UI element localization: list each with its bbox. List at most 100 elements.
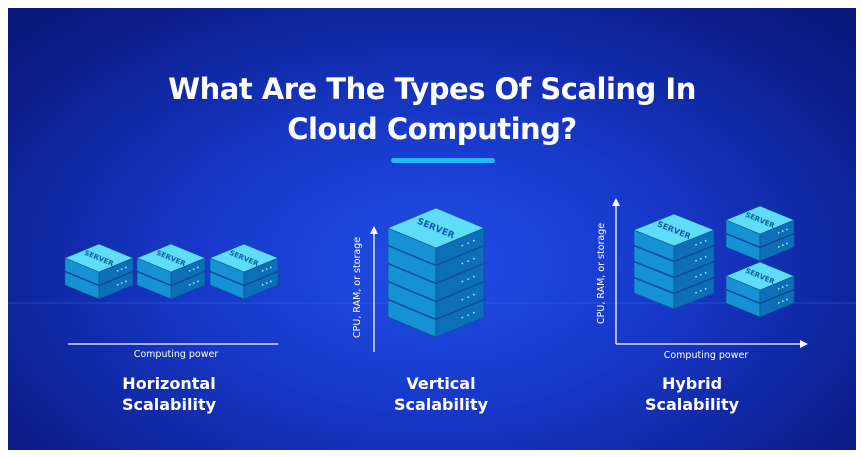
server-block xyxy=(64,271,134,300)
server-vent-dot xyxy=(196,266,199,269)
server-vent-dot xyxy=(461,244,464,247)
server-vent-dot xyxy=(777,301,780,304)
server-right-face xyxy=(759,233,795,262)
server-block xyxy=(725,289,795,318)
server-block xyxy=(209,271,279,300)
server-vent-dot xyxy=(473,275,475,278)
server-vent-dot xyxy=(699,241,702,244)
server-block xyxy=(633,245,715,278)
server-vent-dot xyxy=(269,266,272,269)
server-block: SERVER xyxy=(387,207,485,266)
title-line-1: What Are The Types Of Scaling In xyxy=(168,72,696,106)
server-vent-dot xyxy=(467,260,470,262)
server-block: SERVER xyxy=(633,213,715,262)
server-vent-dot xyxy=(704,287,707,290)
server-vent-dot xyxy=(785,284,788,287)
server-vent-dot xyxy=(261,283,264,286)
server-block: SERVER xyxy=(725,261,795,304)
server-block: SERVER xyxy=(64,243,134,286)
server-block xyxy=(633,277,715,310)
server-vent-dot xyxy=(473,257,475,260)
server-right-face xyxy=(170,271,206,300)
server-vent-dot xyxy=(473,239,475,242)
server-vent-dot xyxy=(781,230,784,233)
server-vent-dot xyxy=(781,300,784,303)
title-line-2: Cloud Computing? xyxy=(287,112,577,146)
server-vent-dot xyxy=(704,271,707,274)
server-vent-dot xyxy=(192,282,195,285)
server-vent-dot xyxy=(473,311,475,314)
hybrid-label-line-1: Hybrid xyxy=(661,374,723,393)
vertical-scalability-label: Vertical Scalability xyxy=(351,373,531,415)
server-vent-dot xyxy=(124,266,127,269)
server-vent-dot xyxy=(192,268,195,271)
server-vent-dot xyxy=(695,291,697,294)
server-right-face xyxy=(673,277,715,310)
horizontal-label-line-1: Horizontal xyxy=(122,374,216,393)
server-vent-dot xyxy=(699,257,702,260)
vertical-label-line-1: Vertical xyxy=(406,374,476,393)
hybrid-y-axis-label: CPU, RAM, or storage xyxy=(596,223,607,324)
server-vent-dot xyxy=(704,239,707,242)
server-right-face xyxy=(435,263,485,302)
hybrid-x-axis-label: Computing power xyxy=(664,350,749,361)
server-block: SERVER xyxy=(209,243,279,286)
server-vent-dot xyxy=(116,269,119,272)
server-block xyxy=(387,245,485,284)
server-vent-dot xyxy=(265,282,268,285)
server-right-face xyxy=(243,271,279,300)
server-right-face xyxy=(759,289,795,318)
vertical-scaling-group: SERVER xyxy=(387,207,485,338)
server-vent-dot xyxy=(467,242,470,245)
server-block xyxy=(387,263,485,302)
server-vent-dot xyxy=(781,244,784,247)
server-top-face xyxy=(136,243,206,273)
server-vent-dot xyxy=(699,273,702,276)
server-right-face xyxy=(98,271,134,300)
server-top-face xyxy=(387,207,485,249)
server-vent-dot xyxy=(196,280,199,283)
server-right-face xyxy=(435,281,485,320)
server-top-face xyxy=(633,213,715,247)
server-vent-dot xyxy=(785,242,788,245)
server-right-face xyxy=(435,299,485,338)
server-vent-dot xyxy=(777,287,780,290)
server-vent-dot xyxy=(467,314,470,316)
server-right-face xyxy=(673,261,715,294)
server-vent-dot xyxy=(704,255,707,258)
server-block: SERVER xyxy=(725,205,795,248)
server-right-face xyxy=(435,245,485,284)
server-vent-dot xyxy=(785,228,788,231)
server-vent-dot xyxy=(120,282,123,285)
server-vent-dot xyxy=(777,231,780,234)
server-right-face xyxy=(673,245,715,278)
hybrid-label-line-2: Scalability xyxy=(644,395,740,414)
server-vent-dot xyxy=(699,289,702,292)
server-vent-dot xyxy=(785,298,788,301)
server-vent-dot xyxy=(124,280,127,283)
server-block xyxy=(725,233,795,262)
server-block xyxy=(136,271,206,300)
server-vent-dot xyxy=(781,286,784,289)
server-vent-dot xyxy=(695,259,697,262)
server-top-face xyxy=(725,261,795,291)
hybrid-scalability-label: Hybrid Scalability xyxy=(602,373,782,415)
vertical-y-axis-label: CPU, RAM, or storage xyxy=(352,237,363,338)
server-vent-dot xyxy=(269,280,272,283)
horizontal-label-line-2: Scalability xyxy=(121,395,217,414)
server-vent-dot xyxy=(188,283,191,286)
horizontal-scalability-label: Horizontal Scalability xyxy=(79,373,259,415)
server-block xyxy=(387,299,485,338)
server-block xyxy=(387,281,485,320)
server-top-face xyxy=(64,243,134,273)
slide: What Are The Types Of Scaling In Cloud C… xyxy=(8,8,856,450)
server-vent-dot xyxy=(467,278,470,280)
server-vent-dot xyxy=(120,268,123,271)
server-vent-dot xyxy=(265,268,268,271)
server-vent-dot xyxy=(695,275,697,278)
server-vent-dot xyxy=(467,296,470,298)
horizontal-x-axis-label: Computing power xyxy=(134,349,219,360)
